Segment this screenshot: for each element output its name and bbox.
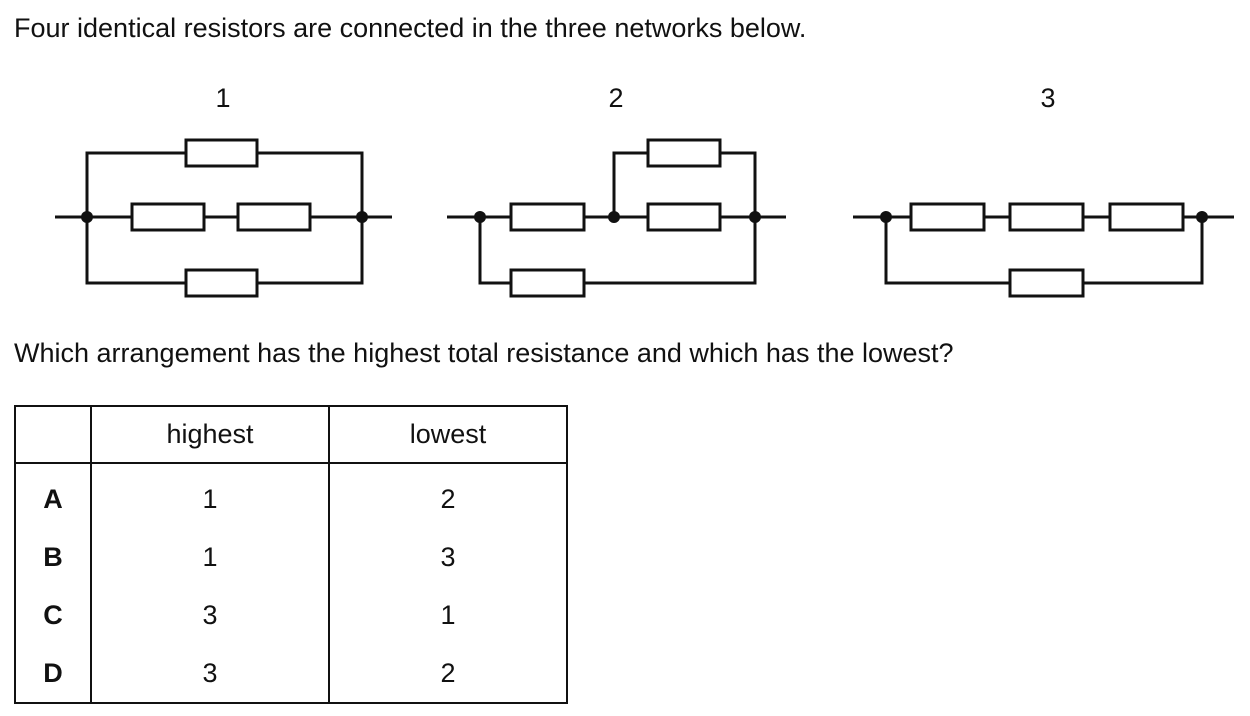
network-1-label: 1: [215, 83, 230, 113]
option-key: B: [14, 528, 92, 586]
network-2-bottom-branch: [478, 217, 757, 285]
network-2-resistor-top: [646, 138, 722, 168]
network-1-resistor-bottom: [184, 268, 259, 298]
table-row: A 1 2: [14, 463, 568, 528]
network-3-junction-right: [1196, 211, 1208, 223]
network-2-junction-left: [474, 211, 486, 223]
option-lowest: 2: [328, 463, 568, 528]
option-key: C: [14, 586, 92, 644]
question-prompt: Which arrangement has the highest total …: [14, 338, 954, 368]
network-3-resistor-series-2: [1008, 202, 1085, 232]
network-3-junction-left: [880, 211, 892, 223]
option-key: D: [14, 644, 92, 704]
network-3-resistor-series-1: [909, 202, 986, 232]
network-2-resistor-middle: [646, 202, 722, 232]
network-2-label: 2: [608, 83, 623, 113]
table-row: D 3 2: [14, 644, 568, 704]
network-2-resistor-bottom: [509, 268, 586, 298]
table-header-row: highest lowest: [14, 405, 568, 464]
option-highest: 1: [90, 528, 330, 586]
network-1: 1: [55, 83, 392, 298]
option-highest: 3: [90, 586, 330, 644]
option-highest: 3: [90, 644, 330, 704]
answer-table: highest lowest A 1 2 B 1 3 C 3 1 D 3 2: [14, 405, 568, 704]
network-1-resistor-middle-right: [236, 202, 312, 232]
header-highest: highest: [90, 405, 330, 464]
option-lowest: 1: [328, 586, 568, 644]
network-3-label: 3: [1040, 83, 1055, 113]
option-lowest: 2: [328, 644, 568, 704]
network-3: 3: [853, 83, 1234, 298]
network-2-junction-middle: [608, 211, 620, 223]
table-row: C 3 1: [14, 586, 568, 644]
circuit-diagrams: 1 2 3: [55, 83, 1234, 298]
table-row: B 1 3: [14, 528, 568, 586]
header-lowest: lowest: [328, 405, 568, 464]
question-intro: Four identical resistors are connected i…: [14, 13, 807, 43]
network-3-resistor-bottom: [1008, 268, 1085, 298]
header-option: [14, 405, 92, 464]
network-1-resistor-top: [184, 138, 259, 168]
network-1-resistor-middle-left: [130, 202, 206, 232]
network-2-resistor-series: [509, 202, 586, 232]
option-key: A: [14, 463, 92, 528]
network-2-junction-right: [749, 211, 761, 223]
network-2: 2: [447, 83, 786, 298]
option-lowest: 3: [328, 528, 568, 586]
network-3-resistor-series-3: [1108, 202, 1185, 232]
network-1-junction-left: [81, 211, 93, 223]
option-highest: 1: [90, 463, 330, 528]
network-1-junction-right: [356, 211, 368, 223]
